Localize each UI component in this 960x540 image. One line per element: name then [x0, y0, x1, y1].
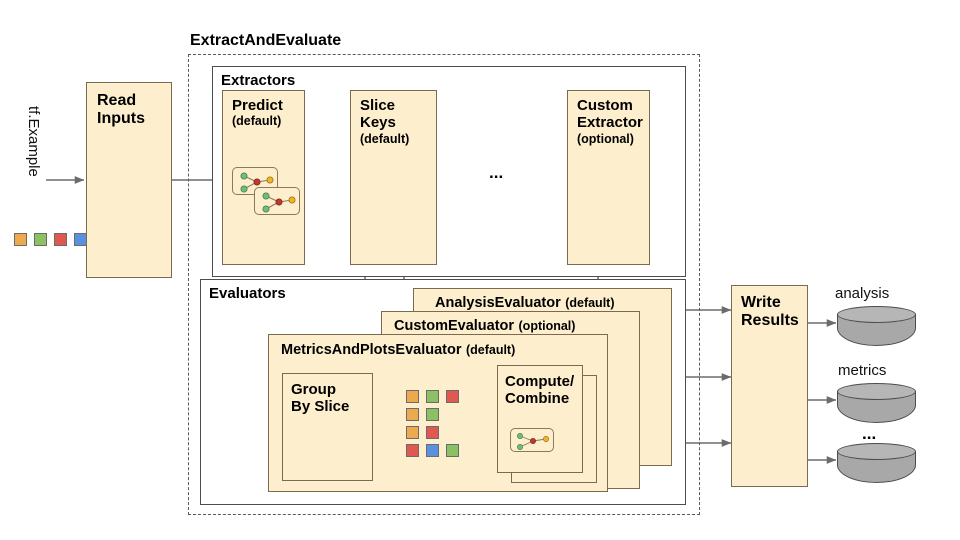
slice-chip — [406, 444, 419, 457]
extract-and-evaluate-group — [188, 54, 700, 515]
slice-chip — [426, 426, 439, 439]
output-metrics-cylinder[interactable] — [837, 383, 916, 427]
analysis-evaluator-header: AnalysisEvaluator (default) — [435, 294, 671, 312]
write-results-label: Write Results — [741, 294, 799, 330]
output-other-cylinder[interactable] — [837, 443, 916, 487]
extractor-custom-note: (optional) — [577, 131, 634, 146]
input-chip — [54, 233, 67, 246]
extractor-ellipsis: ... — [489, 163, 504, 182]
input-chips — [14, 233, 87, 246]
metrics-evaluator-label: MetricsAndPlotsEvaluator — [281, 342, 462, 358]
compute-combine-box[interactable]: Compute/ Combine — [497, 365, 583, 473]
extractor-slice-keys-note: (default) — [360, 131, 410, 146]
custom-evaluator-label: CustomEvaluator — [394, 318, 515, 334]
extract-and-evaluate-title: ExtractAndEvaluate — [190, 32, 342, 49]
write-results-box[interactable]: Write Results — [731, 285, 808, 487]
slice-chip — [426, 390, 439, 403]
group-by-slice-label: Group By Slice — [291, 381, 350, 416]
input-label: tf.Example — [25, 106, 42, 177]
graph-card-stack-icon — [232, 167, 302, 222]
read-inputs-label: Read Inputs — [97, 92, 145, 128]
output-analysis-cylinder[interactable] — [837, 306, 916, 350]
metrics-evaluator-header: MetricsAndPlotsEvaluator (default) — [281, 341, 607, 359]
read-inputs-box[interactable]: Read Inputs — [86, 82, 172, 278]
slice-chip — [406, 426, 419, 439]
graph-card-icon — [510, 428, 554, 452]
evaluators-title: Evaluators — [209, 285, 286, 302]
metrics-and-plots-evaluator-box[interactable]: MetricsAndPlotsEvaluator (default) Group… — [268, 334, 608, 492]
slice-chip-row — [406, 444, 459, 457]
input-chip — [34, 233, 47, 246]
slice-chip-row — [406, 426, 459, 439]
extractor-predict-label: Predict — [232, 97, 283, 114]
compute-combine-label: Compute/ Combine — [505, 373, 575, 408]
output-metrics-label: metrics — [838, 362, 887, 379]
extractor-custom-box[interactable]: Custom Extractor (optional) — [567, 90, 650, 265]
slice-chip-grid — [406, 390, 459, 457]
analysis-evaluator-note: (default) — [565, 296, 615, 310]
slice-chip — [446, 390, 459, 403]
slice-chip-row — [406, 408, 459, 421]
analysis-evaluator-label: AnalysisEvaluator — [435, 295, 561, 311]
slice-chip — [446, 444, 459, 457]
group-by-slice-box[interactable]: Group By Slice — [282, 373, 373, 481]
output-ellipsis-label: ... — [862, 424, 877, 443]
extractor-slice-keys-label: Slice Keys — [360, 97, 396, 132]
slice-chip — [426, 444, 439, 457]
extractor-slice-keys-box[interactable]: Slice Keys (default) — [350, 90, 437, 265]
slice-chip-row — [406, 390, 459, 403]
custom-evaluator-note: (optional) — [518, 319, 576, 333]
metrics-evaluator-note: (default) — [465, 343, 516, 357]
slice-chip — [406, 390, 419, 403]
output-analysis-label: analysis — [835, 285, 890, 302]
extractor-predict-box[interactable]: Predict (default) — [222, 90, 305, 265]
extractors-title: Extractors — [221, 72, 296, 89]
extractor-custom-label: Custom Extractor — [577, 97, 643, 132]
slice-chip — [406, 408, 419, 421]
extractor-predict-note: (default) — [232, 114, 282, 129]
custom-evaluator-header: CustomEvaluator (optional) — [394, 317, 639, 335]
input-chip — [14, 233, 27, 246]
slice-chip — [426, 408, 439, 421]
